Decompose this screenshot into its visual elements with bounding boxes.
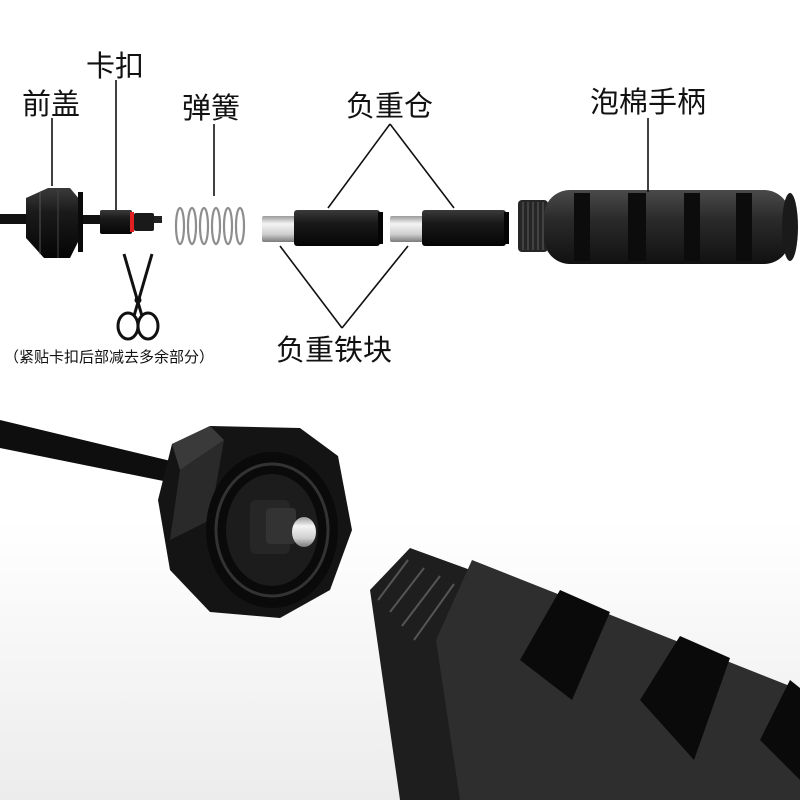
cut-note-label: （紧贴卡扣后部减去多余部分） [4,348,214,366]
front-cap-part [26,188,83,258]
rope-closeup [0,420,200,488]
cap-closeup [158,426,352,618]
front-cap-label: 前盖 [22,87,80,121]
clip-label: 卡扣 [86,49,144,83]
leader-lines [51,80,649,329]
cable [0,214,162,224]
weight-chamber-2 [390,210,509,246]
spring-part [174,206,246,246]
foam-handle-label: 泡棉手柄 [590,85,706,119]
clip-part [100,210,154,234]
scissors-icon [116,253,160,341]
foam-handle-part [518,190,798,264]
weight-blocks-label: 负重铁块 [276,333,392,367]
spring-label: 弹簧 [182,91,240,125]
handle-closeup [370,548,800,800]
weight-chamber-1 [262,210,383,246]
weight-chamber-label: 负重仓 [346,89,433,123]
